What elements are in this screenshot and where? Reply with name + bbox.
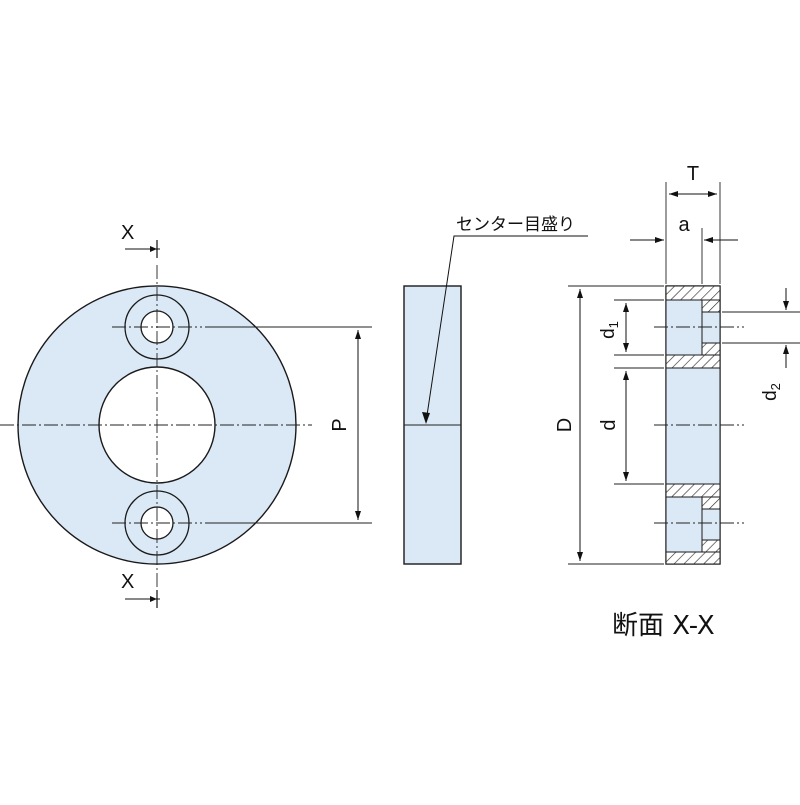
section-mark-top-label: X [121, 222, 134, 244]
pitch-extension-lines [205, 326, 372, 524]
hole-d2-dimension [722, 311, 800, 344]
section-hatch [665, 285, 721, 565]
bore-diameter-label: d [598, 419, 620, 430]
section-holes [665, 299, 721, 553]
section-marker-top: X [121, 222, 160, 258]
thickness-label: T [687, 163, 699, 185]
outer-diameter-label: D [554, 418, 576, 432]
hole-d1-label: d1 [598, 321, 621, 339]
outer-diameter-dimension [568, 285, 664, 565]
section-marker-bottom: X [121, 571, 160, 608]
section-view: D d d1 d2 T a [554, 163, 800, 641]
pitch-label: P [329, 418, 351, 431]
front-centerlines [0, 265, 312, 590]
section-title: 断面 X-X [612, 611, 715, 641]
counterbore-depth-label: a [678, 214, 690, 236]
section-mark-bottom-label: X [121, 571, 134, 593]
side-view: センター目盛り [403, 215, 588, 565]
section-centerlines [654, 326, 744, 524]
section-bore [665, 367, 721, 485]
center-scale-leader [425, 235, 588, 423]
hole-d1-dimension [614, 299, 664, 356]
thickness-dimension [665, 182, 721, 284]
bore-diameter-dimension [614, 367, 664, 485]
hole-d2-label: d2 [760, 383, 783, 401]
front-view: P X X [0, 222, 372, 608]
center-scale-note: センター目盛り [456, 215, 575, 235]
